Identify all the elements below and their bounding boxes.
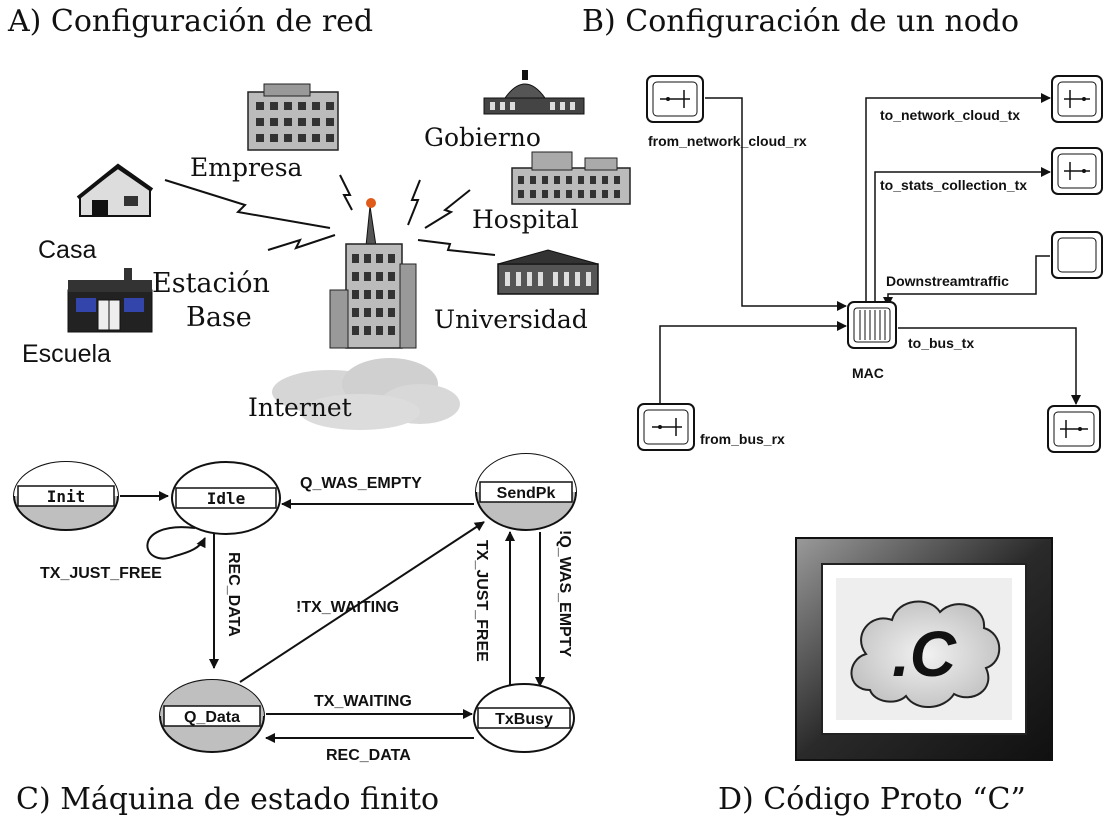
panel-a-title: A) Configuración de red bbox=[8, 4, 374, 39]
transition-rec-data-back-label: REC_DATA bbox=[326, 747, 411, 764]
c-code-cloud-icon bbox=[850, 600, 1001, 709]
escuela-label: Escuela bbox=[22, 340, 111, 368]
wireless-links bbox=[164, 174, 496, 256]
proto-c-code-icon bbox=[795, 537, 1053, 761]
empresa-label: Empresa bbox=[190, 153, 303, 182]
transition-tx-just-free-up-label: TX_JUST_FREE bbox=[473, 540, 490, 662]
state-init-label: Init bbox=[47, 487, 86, 506]
universidad-building-icon bbox=[497, 249, 599, 295]
transition-not-q-was-empty-label: !Q_WAS_EMPTY bbox=[556, 530, 573, 657]
empresa-building-icon bbox=[247, 83, 339, 151]
state-init bbox=[13, 461, 119, 531]
universidad-label: Universidad bbox=[434, 305, 588, 334]
downstream-traffic-label: Downstreamtraffic bbox=[886, 273, 1009, 289]
gobierno-label: Gobierno bbox=[424, 123, 541, 152]
hospital-label: Hospital bbox=[472, 205, 579, 234]
to-stats-collection-tx-label: to_stats_collection_tx bbox=[880, 177, 1027, 193]
to-network-cloud-tx-module-icon bbox=[1051, 75, 1103, 123]
transition-q-was-empty-label: Q_WAS_EMPTY bbox=[300, 475, 422, 492]
state-q-data-label: Q_Data bbox=[184, 709, 240, 726]
transition-tx-waiting-label: TX_WAITING bbox=[314, 693, 412, 710]
transition-not-tx-waiting-label: !TX_WAITING bbox=[296, 599, 399, 616]
to-bus-tx-module-icon bbox=[1047, 405, 1101, 453]
state-sendpk-label: SendPk bbox=[497, 485, 556, 502]
panel-c-title: C) Máquina de estado finito bbox=[16, 782, 440, 817]
from-bus-rx-module-icon bbox=[637, 403, 695, 451]
downstream-traffic-module-icon bbox=[1051, 231, 1103, 279]
state-idle bbox=[171, 461, 281, 535]
state-idle-label: Idle bbox=[207, 489, 246, 508]
estacion-label-line2: Base bbox=[186, 302, 252, 333]
node-wires bbox=[659, 93, 1081, 412]
internet-cloud-icon bbox=[272, 358, 460, 430]
from-network-cloud-rx-label: from_network_cloud_rx bbox=[648, 133, 807, 149]
from-bus-rx-label: from_bus_rx bbox=[700, 431, 785, 447]
to-bus-tx-label: to_bus_tx bbox=[908, 335, 974, 351]
mac-queue-module-icon bbox=[847, 301, 897, 349]
state-sendpk bbox=[475, 453, 577, 531]
panel-d-title: D) Código Proto “C” bbox=[718, 782, 1026, 817]
base-station-tower-icon bbox=[329, 198, 417, 349]
mac-label: MAC bbox=[852, 365, 884, 381]
gobierno-building-icon bbox=[483, 70, 585, 115]
state-txbusy-label: TxBusy bbox=[495, 711, 553, 728]
c-code-label: .C bbox=[892, 618, 957, 690]
casa-house-icon bbox=[76, 163, 154, 217]
estacion-label-line1: Estación bbox=[152, 268, 270, 299]
state-q-data bbox=[159, 679, 265, 753]
internet-label: Internet bbox=[248, 393, 352, 422]
to-stats-collection-tx-module-icon bbox=[1051, 147, 1103, 195]
transition-tx-just-free-loop-label: TX_JUST_FREE bbox=[40, 565, 162, 582]
panel-b-title: B) Configuración de un nodo bbox=[582, 4, 1020, 39]
hospital-building-icon bbox=[511, 151, 631, 205]
from-network-cloud-rx-module-icon bbox=[646, 75, 704, 123]
escuela-school-icon bbox=[67, 268, 153, 333]
casa-label: Casa bbox=[38, 236, 96, 264]
to-network-cloud-tx-label: to_network_cloud_tx bbox=[880, 107, 1020, 123]
fsm-transitions bbox=[120, 491, 545, 743]
transition-rec-data-down-label: REC_DATA bbox=[225, 552, 242, 637]
state-txbusy bbox=[473, 683, 575, 753]
